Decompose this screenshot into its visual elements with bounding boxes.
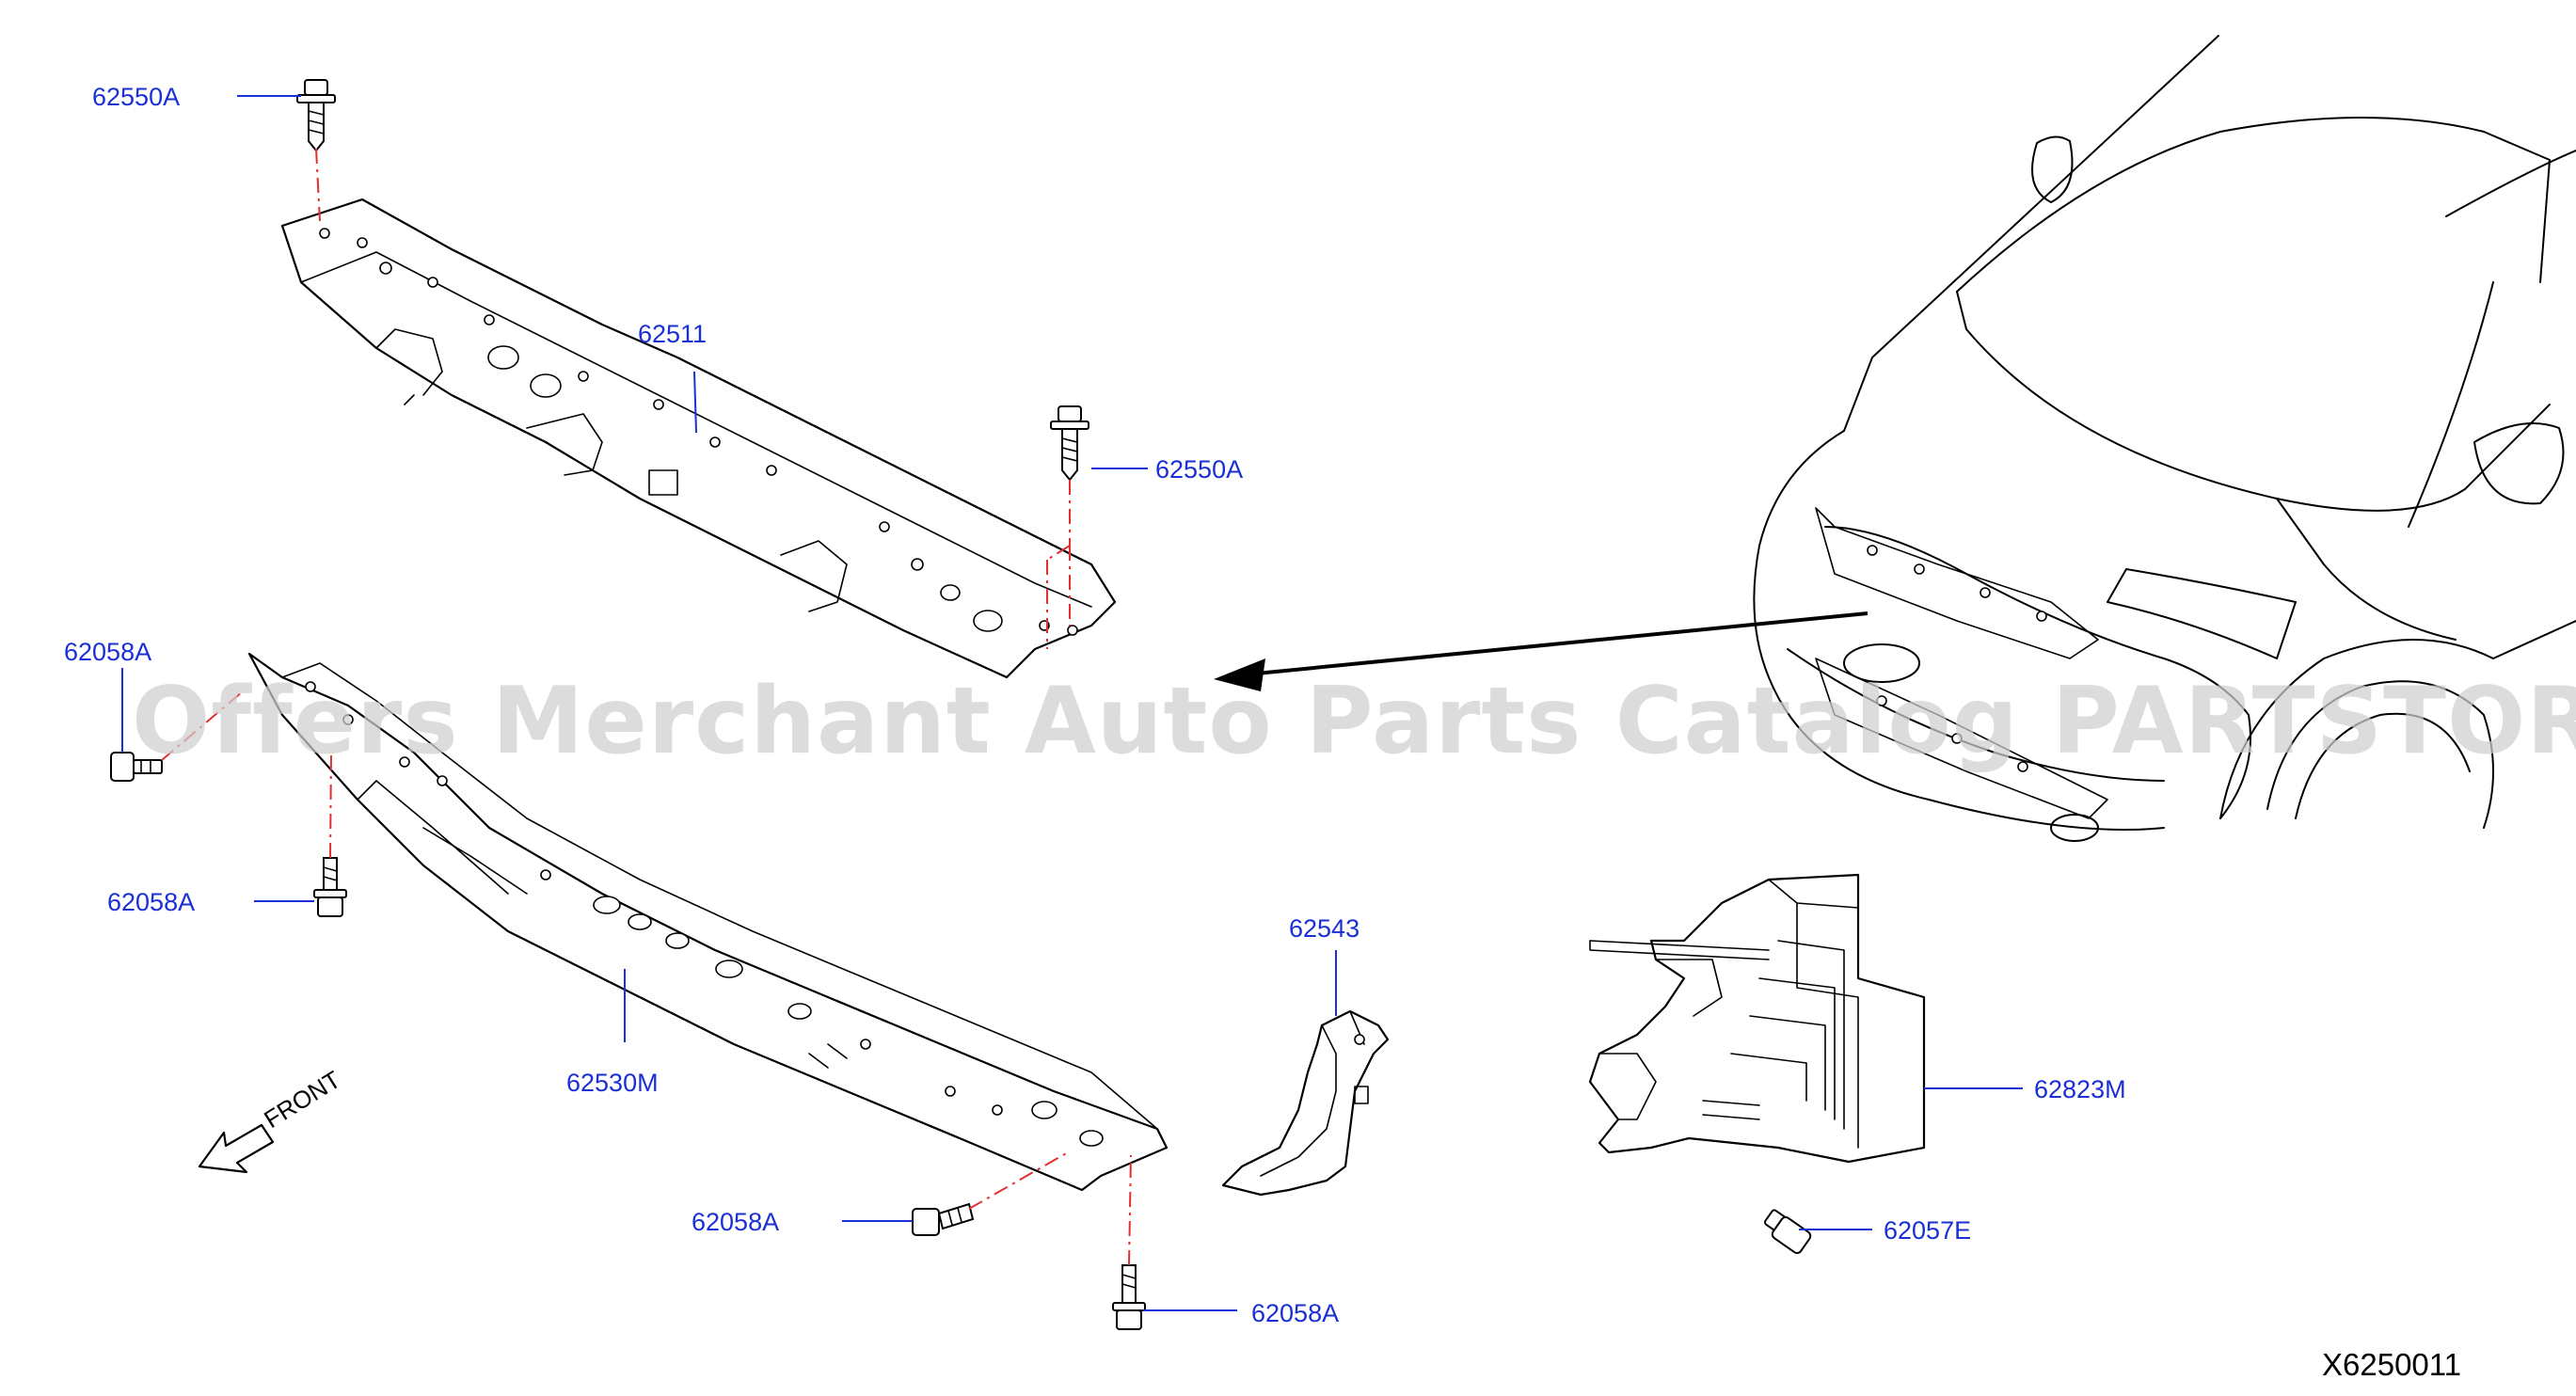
bolt-62550a-top-left[interactable] <box>296 79 336 152</box>
label-62058a-left-upper[interactable]: 62058A <box>64 638 151 666</box>
lower-support-part[interactable] <box>247 652 1169 1192</box>
clip-62057e[interactable] <box>1764 1209 1812 1255</box>
label-62058a-left-lower[interactable]: 62058A <box>107 888 195 916</box>
label-62058a-bottom-mid[interactable]: 62058A <box>692 1208 779 1236</box>
leader-lines <box>121 95 2023 1311</box>
front-direction-indicator: FRONT <box>198 1065 345 1174</box>
label-62543[interactable]: 62543 <box>1289 914 1360 943</box>
screw-62058a-left-upper[interactable] <box>110 752 163 782</box>
label-62530m[interactable]: 62530M <box>566 1069 659 1097</box>
air-guide-part[interactable] <box>1588 873 1926 1164</box>
label-62511[interactable]: 62511 <box>638 320 707 348</box>
watermark-text: Offers Merchant Auto Parts Catalog PARTS… <box>132 668 2576 775</box>
screw-62058a-bottom[interactable] <box>1112 1264 1146 1330</box>
bracket-part[interactable] <box>1221 1009 1390 1197</box>
front-arrow-icon <box>198 1123 275 1174</box>
alignment-lines <box>161 148 1132 1266</box>
label-62550a-top-right[interactable]: 62550A <box>1155 455 1243 484</box>
upper-support-part[interactable] <box>280 198 1117 679</box>
diagram-reference-code: X6250011 <box>2322 1347 2461 1382</box>
screw-62058a-bottom-mid[interactable] <box>912 1202 975 1236</box>
vehicle-illustration <box>1753 35 2576 842</box>
front-label: FRONT <box>259 1065 345 1134</box>
label-62057e[interactable]: 62057E <box>1884 1216 1971 1245</box>
part-labels: 62550A 62511 62550A 62058A 62058A 62530M… <box>64 83 2126 1327</box>
bolt-62550a-top-right[interactable] <box>1050 405 1089 482</box>
label-62550a-top-left[interactable]: 62550A <box>92 83 180 111</box>
location-arrow <box>1214 611 1868 691</box>
label-62058a-bottom[interactable]: 62058A <box>1251 1299 1339 1327</box>
screw-62058a-left-lower[interactable] <box>313 857 347 917</box>
label-62823m[interactable]: 62823M <box>2034 1075 2126 1103</box>
